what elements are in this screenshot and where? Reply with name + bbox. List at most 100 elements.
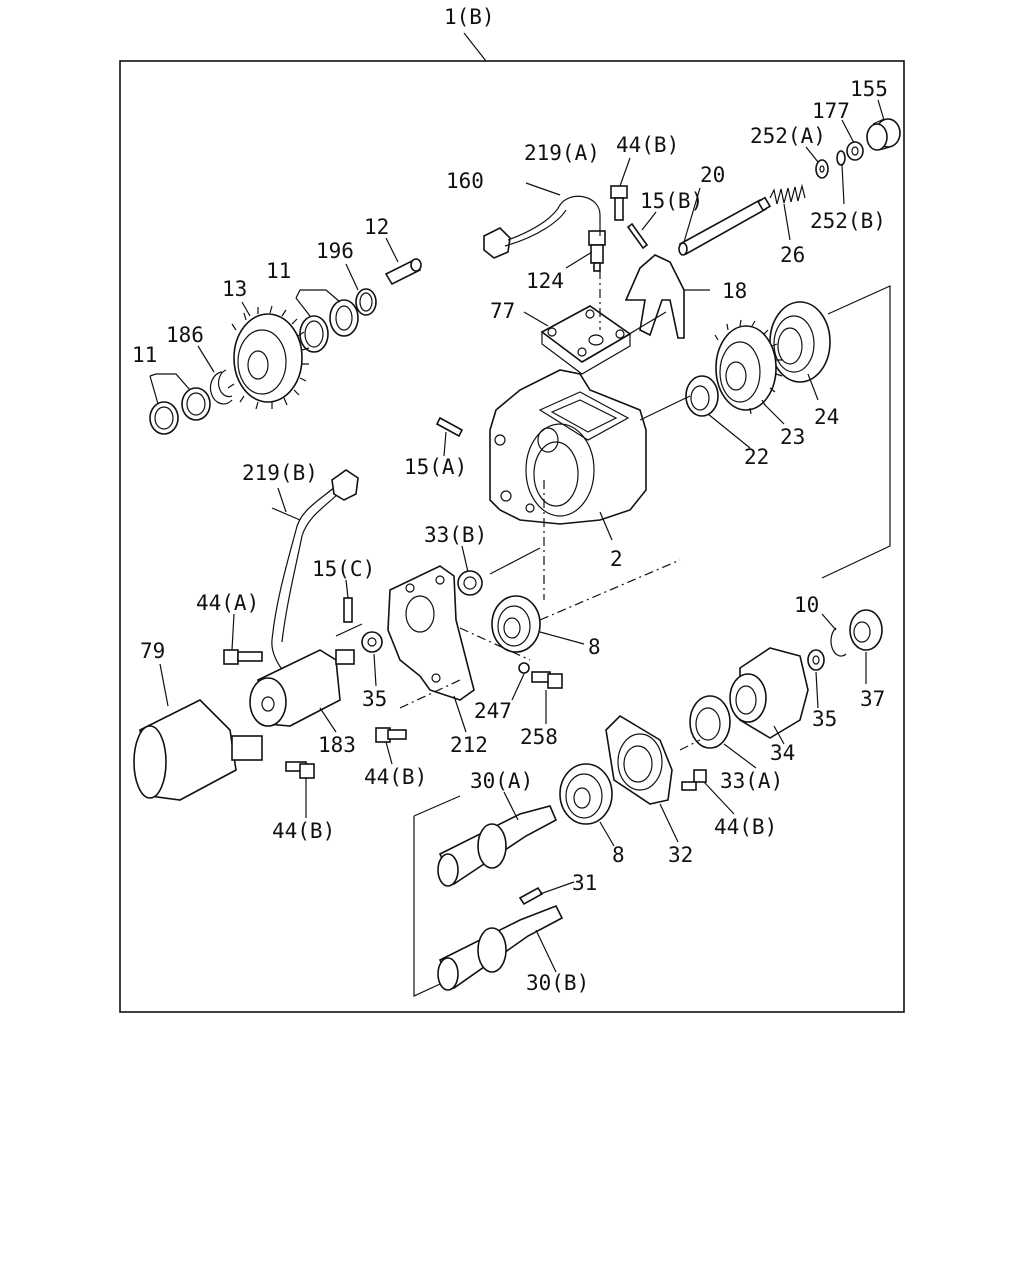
part-24-sleeve: [769, 301, 831, 383]
part-20-shift-rod: [678, 196, 772, 256]
label-20: 20: [700, 163, 725, 187]
label-15c: 15(C): [312, 557, 375, 581]
label-30b: 30(B): [526, 971, 589, 995]
label-44a: 44(A): [196, 591, 259, 615]
part-160-connector: [483, 182, 601, 259]
part-44b-bolt-right: [681, 769, 707, 791]
label-32: 32: [668, 843, 693, 867]
part-11-needle-bearing-left: [149, 387, 211, 435]
label-11-top: 11: [266, 259, 291, 283]
part-26-spring: [769, 183, 806, 205]
label-15a: 15(A): [404, 455, 467, 479]
part-79-cover: [133, 699, 263, 801]
label-30a: 30(A): [470, 769, 533, 793]
part-35-washer-left: [361, 631, 383, 653]
part-196-ring: [355, 288, 377, 316]
part-124-switch: [588, 230, 606, 272]
label-155: 155: [850, 77, 888, 101]
part-33b-seal: [457, 570, 483, 596]
part-44b-bolt-mid: [375, 727, 407, 743]
part-18-shift-fork: [624, 254, 685, 339]
part-177-nut: [846, 141, 864, 161]
part-13-gear: [227, 305, 310, 410]
label-37: 37: [860, 687, 885, 711]
part-12-pin: [384, 258, 422, 286]
label-44b-right: 44(B): [714, 815, 777, 839]
label-44b-bottom: 44(B): [272, 819, 335, 843]
label-258: 258: [520, 725, 558, 749]
label-11-left: 11: [132, 343, 157, 367]
label-247: 247: [474, 699, 512, 723]
label-44b-top: 44(B): [616, 133, 679, 157]
part-8-ball-bearing-bottom: [559, 763, 613, 825]
label-34: 34: [770, 741, 795, 765]
part-30b-shaft: [437, 904, 564, 991]
label-31: 31: [572, 871, 597, 895]
part-15b-pin: [626, 222, 649, 250]
label-24: 24: [814, 405, 839, 429]
label-8-mid: 8: [588, 635, 601, 659]
part-labels: 1(B) 155 177 252(A) 252(B) 44(B) 219(A) …: [132, 5, 888, 995]
part-22-thrust-washer: [685, 375, 719, 417]
part-247-clip: [518, 662, 530, 674]
part-155-bushing: [866, 118, 901, 151]
part-183-motor: [249, 649, 355, 727]
label-15b: 15(B): [640, 189, 703, 213]
part-258-bolt: [531, 671, 563, 689]
label-18: 18: [722, 279, 747, 303]
part-37-nut: [849, 609, 883, 651]
label-252b: 252(B): [810, 209, 886, 233]
label-219a: 219(A): [524, 141, 600, 165]
label-12: 12: [364, 215, 389, 239]
part-33a-seal: [689, 695, 731, 749]
part-30a-shaft: [437, 805, 558, 887]
label-8-bottom: 8: [612, 843, 625, 867]
label-22: 22: [744, 445, 769, 469]
label-252a: 252(A): [750, 124, 826, 148]
label-79: 79: [140, 639, 165, 663]
part-35-washer-right: [807, 649, 825, 671]
label-13: 13: [222, 277, 247, 301]
part-11-needle-bearing-top: [299, 299, 359, 353]
label-assembly-1b: 1(B): [444, 5, 495, 29]
label-33b: 33(B): [424, 523, 487, 547]
part-44a-bolt: [223, 649, 263, 665]
label-10: 10: [794, 593, 819, 617]
label-212: 212: [450, 733, 488, 757]
part-34-bearing-housing: [729, 647, 809, 739]
part-15a-pin: [435, 416, 464, 438]
part-32-retainer: [605, 714, 673, 805]
label-160: 160: [446, 169, 484, 193]
part-44b-bolt-bottom: [285, 761, 315, 779]
label-35-left: 35: [362, 687, 387, 711]
part-212-plate: [387, 565, 475, 701]
label-183: 183: [318, 733, 356, 757]
part-186-snap-ring: [209, 369, 233, 405]
label-177: 177: [812, 99, 850, 123]
assembly-lines: [335, 270, 891, 997]
part-10-snap-ring: [830, 627, 847, 657]
label-186: 186: [166, 323, 204, 347]
leader-lines: [149, 99, 885, 973]
part-2-case: [489, 369, 647, 525]
part-77-cover: [540, 305, 632, 375]
assembly-frame: [119, 32, 905, 1013]
label-196: 196: [316, 239, 354, 263]
part-23-gear: [714, 319, 783, 415]
label-124: 124: [526, 269, 564, 293]
part-15c-pin: [343, 597, 353, 623]
label-23: 23: [780, 425, 805, 449]
label-219b: 219(B): [242, 461, 318, 485]
part-8-ball-bearing-mid: [491, 595, 541, 653]
part-44b-bolt-top: [610, 185, 628, 221]
part-219b-harness: [271, 469, 359, 691]
label-2: 2: [610, 547, 623, 571]
label-77: 77: [490, 299, 515, 323]
label-35-right: 35: [812, 707, 837, 731]
part-31-key: [518, 886, 544, 906]
label-26: 26: [780, 243, 805, 267]
label-33a: 33(A): [720, 769, 783, 793]
part-252-washers: [815, 150, 846, 179]
label-44b-mid: 44(B): [364, 765, 427, 789]
